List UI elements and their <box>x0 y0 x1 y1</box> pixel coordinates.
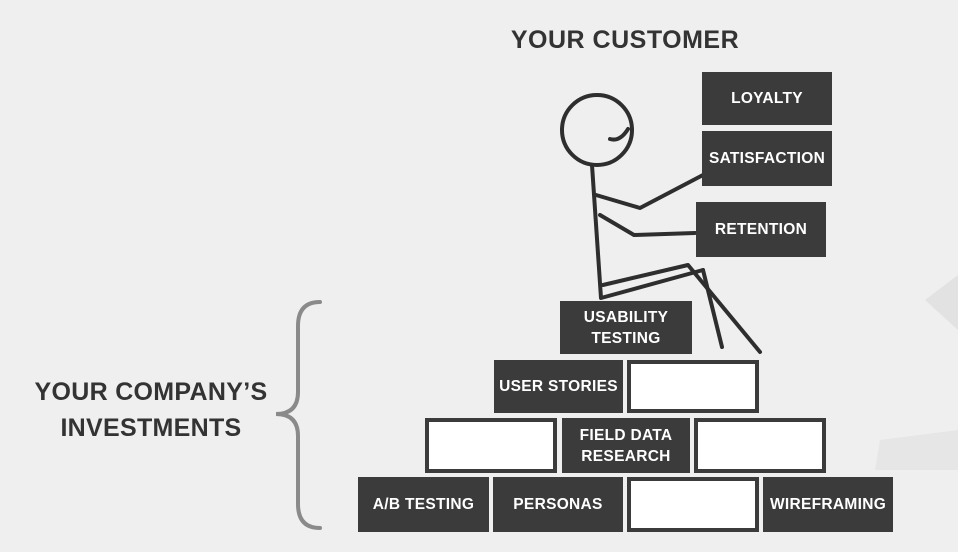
user-stories-block: USER STORIES <box>494 360 623 413</box>
figure-body-upper-leg <box>590 163 705 300</box>
diagram-title: YOUR CUSTOMER <box>510 26 740 54</box>
usability-testing-block: USABILITY TESTING <box>560 301 692 354</box>
wireframing-block: WIREFRAMING <box>763 477 893 532</box>
empty-block <box>627 360 759 413</box>
figure-arm-lower <box>598 213 697 237</box>
empty-block <box>425 418 557 473</box>
figure-leg-back <box>601 263 762 354</box>
loyalty-block: LOYALTY <box>702 72 832 125</box>
ab-testing-block: A/B TESTING <box>358 477 489 532</box>
satisfaction-block: SATISFACTION <box>702 131 832 186</box>
figure-smile <box>608 127 630 142</box>
figure-arm-upper <box>594 173 705 210</box>
empty-block <box>694 418 826 473</box>
figure-head <box>560 93 634 167</box>
investments-label: YOUR COMPANY’S INVESTMENTS <box>34 378 268 442</box>
field-data-research-block: FIELD DATA RESEARCH <box>562 418 690 473</box>
empty-block <box>627 477 759 532</box>
retention-block: RETENTION <box>696 202 826 257</box>
personas-block: PERSONAS <box>493 477 623 532</box>
figure-shin-front <box>701 268 724 349</box>
